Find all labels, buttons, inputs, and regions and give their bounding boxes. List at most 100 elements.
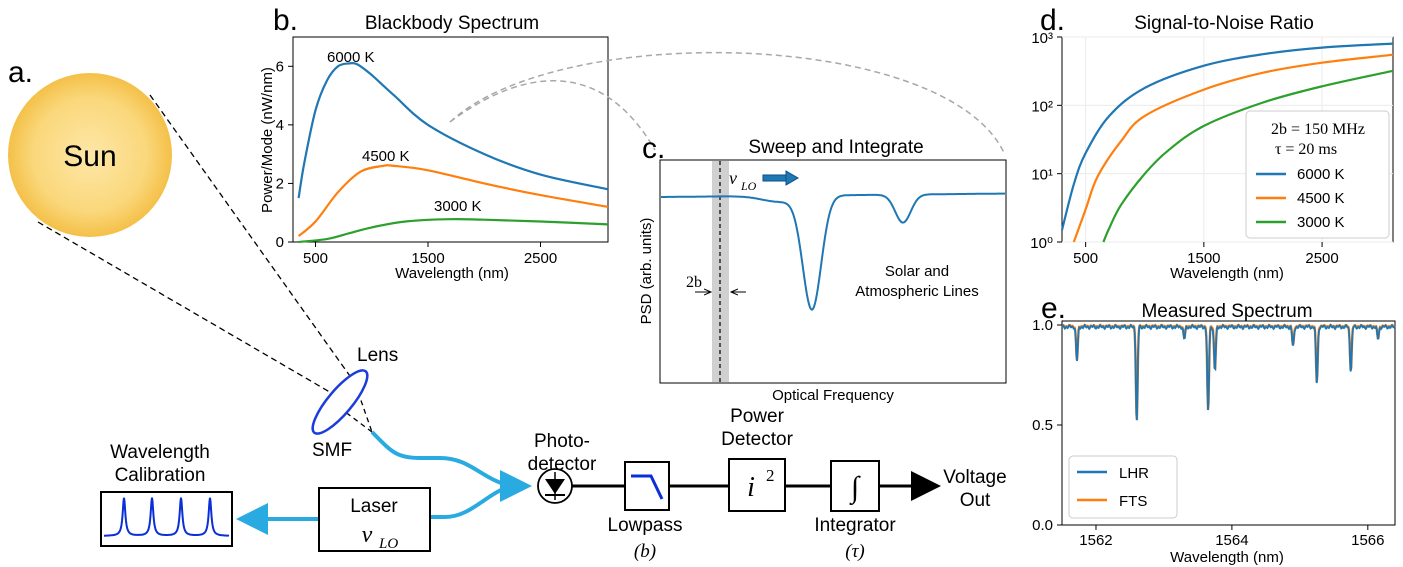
smf-label: SMF: [312, 440, 352, 461]
sweep-arrow-icon: [762, 170, 799, 186]
panel-d-series-4500k: [1072, 53, 1394, 243]
output-label-1: Voltage: [943, 467, 1006, 488]
calibration-label-1: Wavelength: [110, 442, 210, 463]
sun-icon: [8, 73, 172, 237]
bandwidth-label: 2b: [686, 274, 702, 291]
power-detector-exponent: 2: [766, 466, 775, 485]
panel-e-series-lhr: [1061, 323, 1396, 421]
panel-b-series-3000k: [298, 218, 609, 244]
panel-b-label-4500k: 4500 K: [362, 148, 410, 165]
integrator-symbol: ∫: [849, 471, 861, 506]
photodetector-label-2: detector: [528, 454, 597, 475]
panel-b-ytick-label: 2: [276, 175, 284, 192]
panel-d-series-3000k: [1102, 69, 1394, 243]
panel-d-legend-4500k: 4500 K: [1297, 190, 1345, 207]
fiber-from-laser: [430, 484, 511, 519]
lo-symbol: ν: [729, 168, 737, 188]
lens-icon: [311, 369, 369, 435]
light-cone-upper: [149, 94, 363, 394]
panel-d-legend-title-1: 2b = 150 MHz: [1271, 121, 1365, 138]
panel-b-ytick-label: 4: [276, 117, 284, 134]
panel-d-title: Signal-to-Noise Ratio: [1134, 13, 1314, 34]
light-cone-lower: [37, 221, 341, 399]
panel-d-letter: d.: [1040, 4, 1065, 37]
lines-label-1: Solar and: [885, 263, 949, 280]
panel-c-ylabel: PSD (arb. units): [638, 218, 655, 325]
panel-a: a. Sun Lens SMF Wavelength Calibration L…: [8, 56, 1007, 562]
panel-b-label-3000k: 3000 K: [434, 198, 482, 215]
power-detector-box: [728, 458, 786, 512]
panel-e-title: Measured Spectrum: [1141, 301, 1312, 322]
power-detector-label-1: Power: [730, 406, 785, 427]
panel-d-series-6000k: [1060, 42, 1394, 231]
panel-d-xtick-label: 1500: [1187, 250, 1220, 267]
focus-line-1: [357, 391, 373, 433]
panel-b-xlabel: Wavelength (nm): [395, 265, 509, 282]
sun-label: Sun: [63, 140, 116, 173]
panel-b-xtick-label: 2500: [524, 250, 557, 267]
lowpass-filter-icon: [631, 474, 664, 500]
lowpass-box: [624, 461, 670, 511]
panel-d-legend-title-2: τ = 20 ms: [1275, 141, 1337, 158]
panel-d-legend-3000k: 3000 K: [1297, 214, 1345, 231]
lines-label-2: Atmospheric Lines: [855, 283, 978, 300]
panel-d-ytick-label: 10¹: [1031, 167, 1053, 184]
psd-curve: [661, 192, 1005, 311]
sweep-band: [712, 161, 729, 382]
panel-c-xlabel: Optical Frequency: [772, 387, 894, 404]
laser-symbol: ν: [362, 522, 373, 548]
panel-e-legend-lhr: LHR: [1119, 465, 1149, 482]
zoom-connector-right: [449, 51, 1006, 156]
panel-e-xtick-label: 1566: [1351, 532, 1384, 549]
panel-e-xtick-label: 1564: [1215, 532, 1248, 549]
panel-d-xlabel: Wavelength (nm): [1170, 265, 1284, 282]
panel-e-ytick-label: 0.0: [1032, 517, 1053, 534]
panel-d-ytick-label: 10³: [1031, 30, 1053, 47]
panel-c-title: Sweep and Integrate: [748, 137, 923, 158]
laser-box: [318, 487, 431, 552]
panel-e-ytick-label: 1.0: [1032, 317, 1053, 334]
power-detector-symbol: i: [747, 472, 755, 503]
calibration-label-2: Calibration: [115, 465, 206, 486]
panel-b-label-6000k: 6000 K: [327, 49, 375, 66]
panel-b-series-6000k: [297, 61, 609, 199]
panel-e-ytick-label: 0.5: [1032, 417, 1053, 434]
panel-b-ylabel: Power/Mode (nW/nm): [259, 67, 276, 213]
panel-d-legend-6000k: 6000 K: [1297, 166, 1345, 183]
panel-e-xtick-label: 1562: [1079, 532, 1112, 549]
panel-e-legend-fts: FTS: [1119, 493, 1147, 510]
lowpass-param: (b): [634, 541, 656, 562]
lens-label: Lens: [357, 345, 398, 366]
lowpass-label: Lowpass: [608, 515, 683, 536]
panel-b-axes: [292, 36, 609, 243]
panel-c-letter: c.: [642, 132, 665, 165]
integrator-param: (τ): [845, 541, 864, 562]
power-detector-label-2: Detector: [721, 429, 793, 450]
calibration-comb-trace: [104, 497, 230, 537]
panel-b-title: Blackbody Spectrum: [365, 13, 539, 34]
photodiode-icon: [537, 468, 573, 504]
panel-b-series-4500k: [297, 164, 609, 237]
panel-e-chart: e. Measured Spectrum 1562 1564 1566 0.0 0.5…: [1032, 292, 1396, 566]
laser-label: Laser: [350, 496, 398, 517]
fiber-from-lens: [370, 430, 511, 488]
panel-d-xtick-label: 500: [1073, 250, 1098, 267]
panel-b-ytick-label: 0: [276, 234, 284, 251]
photodetector-label-1: Photo-: [534, 431, 590, 452]
panel-d-ytick-label: 10⁰: [1030, 235, 1053, 252]
panel-a-letter: a.: [8, 56, 33, 89]
panel-e-xlabel: Wavelength (nm): [1170, 549, 1284, 566]
panel-b-xtick-label: 500: [303, 250, 328, 267]
panel-b-letter: b.: [273, 4, 298, 37]
laser-subscript: LO: [378, 536, 398, 552]
panel-d-legend: 2b = 150 MHz τ = 20 ms 6000 K 4500 K 300…: [1245, 110, 1390, 239]
output-label-2: Out: [960, 490, 991, 511]
panel-d-legend-box: [1245, 110, 1390, 239]
panel-c-diagram: c. Sweep and Integrate ν LO 2b Solar and…: [638, 132, 1007, 404]
zoom-connector-left: [449, 80, 656, 151]
panel-e-letter: e.: [1041, 292, 1066, 325]
panel-b-xtick-label: 1500: [411, 250, 444, 267]
